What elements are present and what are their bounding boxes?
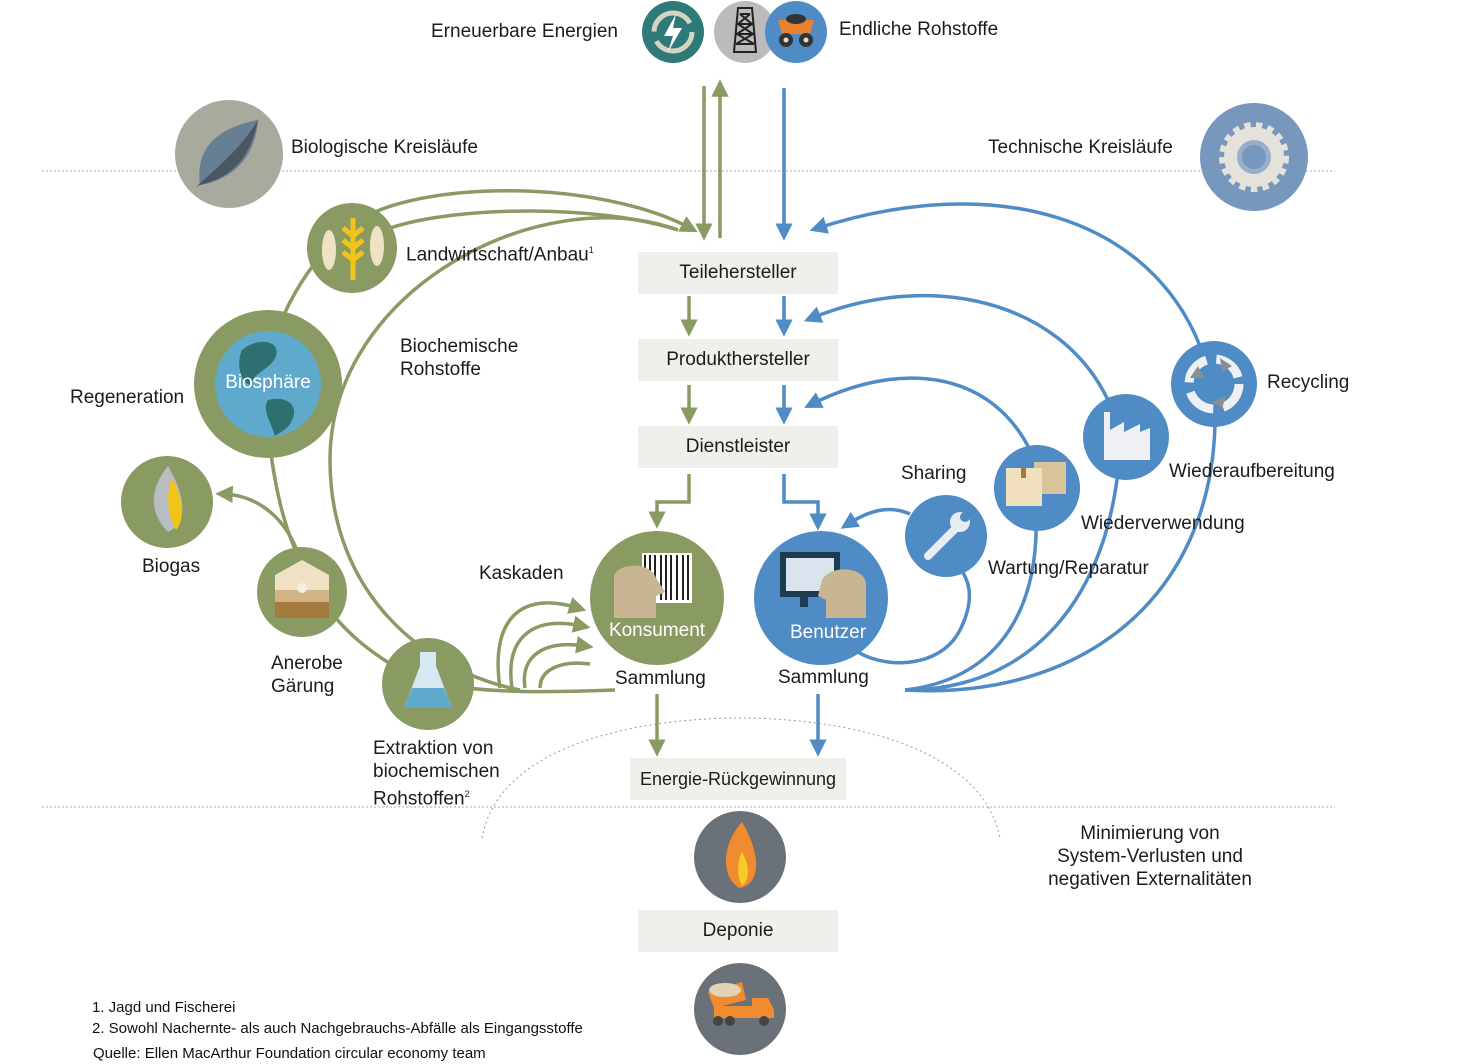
- extraction-line-2: biochemischen: [373, 761, 500, 782]
- reuse-boxes-icon: [994, 445, 1080, 531]
- blue-loop-recycling: [904, 424, 1217, 693]
- extraction-flask-icon: [382, 638, 474, 730]
- anaerobic-line-2: Gärung: [271, 676, 335, 697]
- refurbish-label: Wiederaufbereitung: [1169, 461, 1335, 482]
- footnote-1: 1. Jagd und Fischerei: [92, 999, 236, 1016]
- user-computer-icon: [754, 531, 888, 665]
- reuse-label: Wiederverwendung: [1081, 513, 1245, 534]
- recycling-label: Recycling: [1267, 372, 1350, 393]
- leakage-line-2: System-Verlusten und: [1057, 846, 1243, 867]
- cascade-3: [522, 636, 594, 689]
- blue-loop-reuse: [904, 511, 1038, 692]
- footnote-ref-1: 1: [588, 245, 594, 255]
- biochemical-line-2: Rohstoffe: [400, 359, 481, 380]
- biosphere-label: Biosphäre: [225, 372, 311, 393]
- leakage-arc: [481, 717, 1001, 839]
- leakage-line-1: Minimierung von: [1080, 823, 1220, 844]
- service-provider-box: Dienstleister: [638, 426, 838, 468]
- finite-resources-label: Endliche Rohstoffe: [839, 19, 999, 40]
- blue-flow-refurbish: [803, 293, 1110, 401]
- product-manufacturer-box: Produkthersteller: [638, 339, 838, 381]
- biogas-label: Biogas: [142, 556, 201, 577]
- biological-cycles-title: Biologische Kreisläufe: [291, 137, 478, 158]
- green-flow-agri-outer: [351, 189, 698, 233]
- sharing-label: Sharing: [901, 463, 967, 484]
- technical-cycles-title: Technische Kreisläufe: [988, 137, 1173, 158]
- recycling-icon: [1171, 341, 1257, 427]
- user-label: Benutzer: [789, 622, 867, 643]
- energy-recovery-box: Energie-Rückgewinnung: [630, 758, 846, 800]
- mining-truck-icon: [765, 1, 827, 63]
- cascade-1: [496, 597, 587, 689]
- parts-manufacturer-box: Teilehersteller: [638, 252, 838, 294]
- renewable-energy-icon: [642, 1, 704, 63]
- regeneration-label: Regeneration: [70, 387, 185, 408]
- extraction-line-1: Extraktion von: [373, 738, 494, 759]
- renewable-energy-label: Erneuerbare Energien: [431, 21, 618, 42]
- gear-icon: [1200, 103, 1308, 211]
- biogas-flame-icon: [121, 456, 213, 548]
- cascade-2: [509, 615, 591, 689]
- biosphere-globe-icon: [194, 310, 342, 458]
- blue-loop-refurbish: [904, 449, 1122, 692]
- maintenance-wrench-icon: [905, 495, 987, 577]
- leakage-line-3: negativen Externalitäten: [1048, 869, 1252, 890]
- leaf-icon: [175, 100, 283, 208]
- anaerobic-digestion-icon: [257, 547, 347, 637]
- blue-flow-recycling: [809, 202, 1202, 347]
- source-note: Quelle: Ellen MacArthur Foundation circu…: [93, 1045, 486, 1062]
- incineration-flame-icon: [694, 811, 786, 903]
- agriculture-text: Landwirtschaft/Anbau: [406, 244, 589, 266]
- agriculture-icon: [307, 203, 397, 293]
- collection-tech-label: Sammlung: [778, 667, 869, 688]
- green-flow-biogas: [215, 485, 298, 549]
- cascades-label: Kaskaden: [479, 563, 564, 584]
- footnote-2: 2. Sowohl Nachernte- als auch Nachgebrau…: [92, 1020, 583, 1037]
- landfill-box: Deponie: [638, 910, 838, 952]
- refurbish-factory-icon: [1083, 394, 1169, 480]
- biochemical-line-1: Biochemische: [400, 336, 519, 357]
- maintenance-label: Wartung/Reparatur: [988, 558, 1149, 579]
- blue-arrow-3: [782, 474, 827, 531]
- consumer-label: Konsument: [608, 620, 706, 641]
- dump-truck-icon: [694, 963, 786, 1055]
- green-arrow-3: [648, 474, 691, 529]
- consumer-icon: [590, 531, 724, 665]
- collection-bio-label: Sammlung: [615, 668, 706, 689]
- extraction-line-3: Rohstoffen: [373, 788, 465, 810]
- oil-rig-icon: [714, 1, 776, 63]
- blue-flow-reuse: [804, 376, 1032, 451]
- agriculture-label: Landwirtschaft/Anbau1: [406, 239, 594, 266]
- blue-flow-maintenance: [840, 507, 911, 529]
- footnote-ref-2: 2: [464, 789, 470, 799]
- anaerobic-line-1: Anerobe: [271, 653, 343, 674]
- cascade-4: [538, 661, 591, 689]
